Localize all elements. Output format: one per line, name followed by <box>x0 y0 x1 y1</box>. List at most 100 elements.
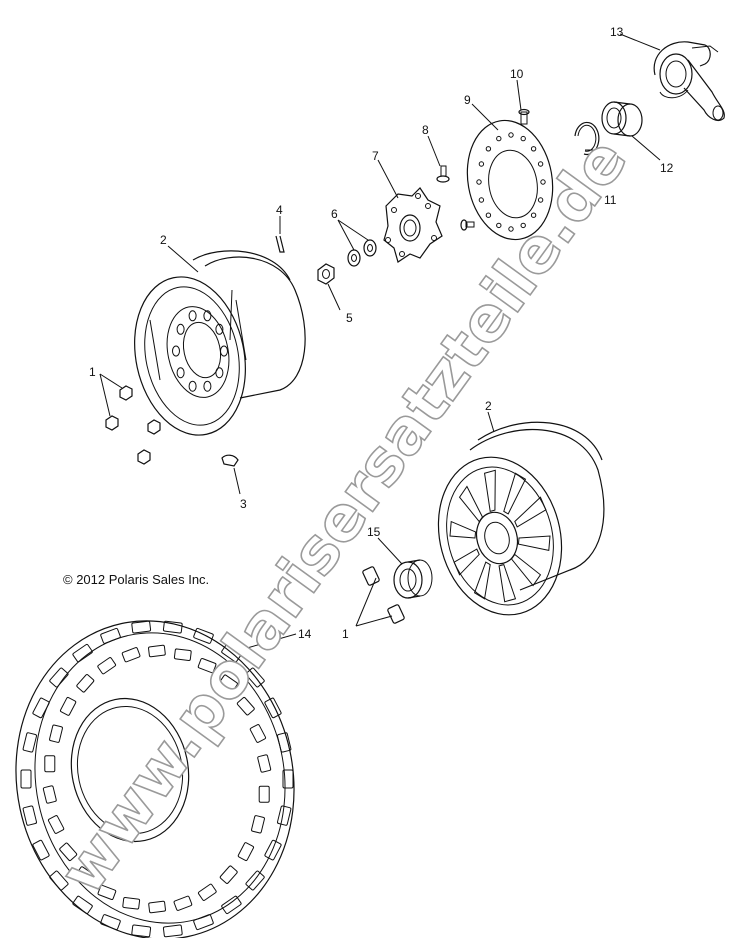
tread-block <box>49 870 69 891</box>
tread-block <box>282 769 294 789</box>
lug-nut <box>137 449 151 465</box>
wheel-bolt-hole <box>188 310 197 322</box>
wheel-spoke <box>449 520 477 539</box>
wheel-bolt-hole <box>176 367 185 379</box>
tread-block <box>193 914 214 931</box>
tread-block <box>148 644 166 658</box>
wheel-spoke <box>510 553 542 587</box>
disc-hole <box>485 212 492 218</box>
tread-block <box>72 895 93 915</box>
tread-block <box>236 697 255 716</box>
wheel-bolt-hole <box>215 323 224 335</box>
lug-nut <box>387 604 405 624</box>
wheel-spoke <box>453 548 480 576</box>
part-2-wheel-upper <box>134 250 306 436</box>
callout-numbers: 13 10 9 8 7 6 4 5 2 1 3 11 12 2 15 1 14 <box>89 25 674 641</box>
wheel-bolt-hole <box>176 323 185 335</box>
wheel-spoke <box>498 564 517 603</box>
disc-hole <box>478 197 485 203</box>
callout-13: 13 <box>610 25 624 39</box>
disc-hole <box>520 135 526 142</box>
tread-block <box>173 648 192 661</box>
callout-11: 11 <box>604 193 617 207</box>
tread-block <box>257 754 272 773</box>
callout-10: 10 <box>510 67 524 81</box>
tread-block <box>32 839 50 861</box>
leader-lines <box>99 33 661 651</box>
watermark-text: www.polarisersatzteile.de <box>45 125 641 907</box>
part-8-bolt <box>436 165 475 231</box>
tread-block <box>32 697 50 719</box>
tread-block <box>121 647 141 663</box>
wheel-bolt-hole <box>203 380 212 392</box>
tread-block <box>245 667 265 688</box>
tread-block <box>100 914 121 931</box>
disc-hole <box>508 132 514 138</box>
callout-14: 14 <box>298 627 312 641</box>
tread-block <box>148 900 166 914</box>
tread-block <box>258 785 270 803</box>
tread-block <box>264 839 282 861</box>
part-12-bearing <box>601 101 643 137</box>
tread-block <box>131 620 152 634</box>
tread-block <box>131 924 152 938</box>
callout-1-upper: 1 <box>89 365 96 379</box>
tread-block <box>49 667 69 688</box>
lug-nut <box>105 415 119 431</box>
disc-hole <box>537 197 544 203</box>
tread-block <box>249 724 267 743</box>
tread-block <box>22 805 37 826</box>
callout-9: 9 <box>464 93 471 107</box>
tread-block <box>20 769 32 789</box>
tread-block <box>59 842 78 861</box>
tread-block <box>49 724 63 743</box>
disc-hole <box>476 179 482 185</box>
tread-block <box>97 657 117 675</box>
callout-4: 4 <box>276 203 283 217</box>
part-9-brake-disc <box>466 119 554 241</box>
wheel-bolt-hole <box>172 345 180 357</box>
tread-block <box>44 755 56 773</box>
tread-block <box>221 895 242 915</box>
tread-block <box>47 815 65 834</box>
part-15-bearing <box>393 559 433 599</box>
tread-block <box>237 842 255 861</box>
disc-hole <box>485 146 492 152</box>
disc-hole <box>478 161 485 167</box>
wheel-spoke <box>458 485 484 523</box>
tread-block <box>162 620 183 634</box>
tread-block <box>162 924 183 938</box>
tread-block <box>100 627 121 644</box>
part-7-hub <box>383 187 443 263</box>
part-13-knuckle <box>653 41 725 122</box>
tread-block <box>221 643 242 663</box>
tread-block <box>59 697 77 716</box>
disc-hole <box>520 222 526 229</box>
tread-block <box>42 785 57 804</box>
part-14-tire <box>15 620 295 940</box>
part-5-nut <box>317 263 335 285</box>
wheel-spoke <box>517 535 551 552</box>
tread-block <box>245 870 265 891</box>
tread-block <box>76 674 95 693</box>
part-10-bolt <box>518 108 530 125</box>
disc-hole <box>530 146 537 152</box>
tread-block <box>173 895 193 911</box>
tread-block <box>219 674 238 692</box>
part-6-washers <box>347 239 377 267</box>
callout-8: 8 <box>422 123 429 137</box>
callout-3: 3 <box>240 497 247 511</box>
tread-block <box>197 883 217 901</box>
tread-block <box>72 643 93 663</box>
tread-block <box>197 658 217 674</box>
callout-2-upper: 2 <box>160 233 167 247</box>
tread-block <box>122 897 141 910</box>
tread-block <box>76 866 95 884</box>
tread-block <box>219 865 238 884</box>
tread-block <box>264 697 282 719</box>
lug-nut <box>119 385 133 401</box>
tread-block <box>277 732 292 753</box>
wheel-spoke <box>483 469 496 512</box>
